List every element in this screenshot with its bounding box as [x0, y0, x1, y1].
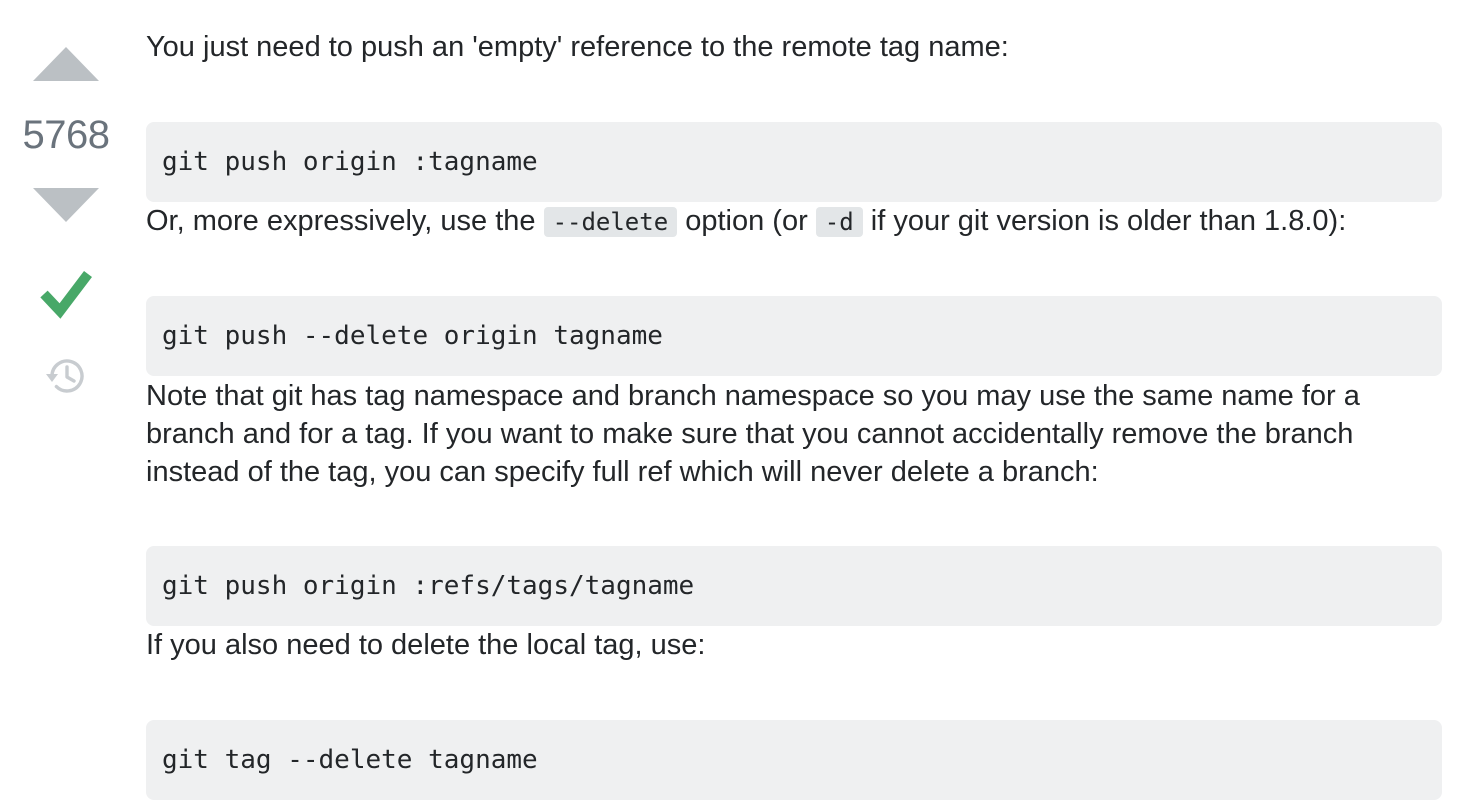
arrow-up-icon[interactable]	[33, 47, 99, 81]
answer-body: You just need to push an 'empty' referen…	[146, 0, 1442, 800]
answer-paragraph: Or, more expressively, use the --delete …	[146, 202, 1442, 241]
vote-count: 5768	[22, 113, 110, 157]
paragraph-text: Or, more expressively, use the	[146, 205, 544, 237]
answer-paragraph: Note that git has tag namespace and bran…	[146, 380, 1360, 488]
paragraph-text: if your git version is older than 1.8.0)…	[862, 205, 1347, 237]
arrow-down-icon[interactable]	[33, 188, 99, 222]
code-block: git push --delete origin tagname	[146, 296, 1442, 376]
answer-paragraph: You just need to push an 'empty' referen…	[146, 31, 1009, 63]
paragraph-text: option (or	[677, 205, 816, 237]
checkmark-icon	[40, 270, 92, 319]
inline-code: --delete	[543, 207, 678, 237]
code-block: git tag --delete tagname	[146, 720, 1442, 800]
vote-column: 5768	[0, 0, 132, 796]
code-block: git push origin :refs/tags/tagname	[146, 546, 1442, 626]
history-icon[interactable]	[44, 354, 88, 398]
inline-code: -d	[815, 207, 863, 237]
code-block: git push origin :tagname	[146, 122, 1442, 202]
answer-paragraph: If you also need to delete the local tag…	[146, 629, 706, 661]
